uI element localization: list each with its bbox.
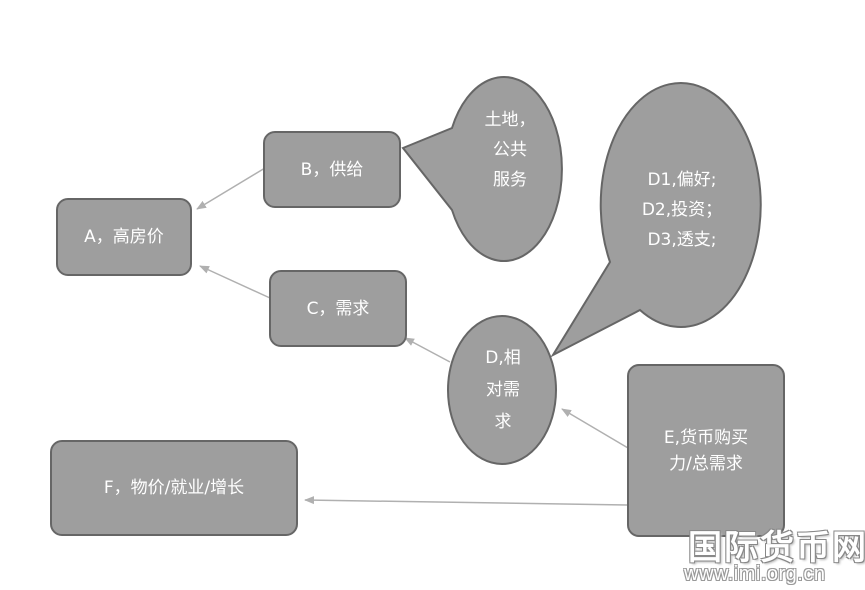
bubble-demand-factors [550,82,762,358]
node-e-label-line1: E,货币购买 [663,427,749,448]
edge-b-to-a [196,167,266,210]
node-d-label-line3: 求 [494,412,512,432]
bubble-demand-line2: D2,投资； [641,200,723,220]
node-a-label: A，高房价 [84,227,164,247]
node-b-label: B，供给 [300,159,364,180]
edge-d-to-c [404,337,451,363]
bubble-demand-line3: D3,透支; [647,230,717,250]
watermark-url: www.imi.org.cn [684,563,826,585]
node-a: A，高房价 [56,198,192,276]
node-c-label: C，需求 [306,298,370,319]
node-d-label-line2: 对需 [486,380,520,400]
node-d: D,相 对需 求 [458,333,548,447]
node-b: B，供给 [263,131,401,208]
bubble-demand-line1: D1,偏好; [647,170,717,190]
bubble-land [401,76,563,262]
bubble-demand-factors-text: D1,偏好; D2,投资； D3,透支; [622,160,742,260]
bubble-land-line3: 服务 [493,170,527,190]
edge-e-to-d [561,408,629,449]
node-e-label-line2: 力/总需求 [669,453,743,474]
node-e: E,货币购买 力/总需求 [627,364,785,537]
bubble-land-text: 土地， 公共 服务 [465,100,555,200]
bubble-land-line2: 公共 [493,140,527,160]
node-d-label-line1: D,相 [485,348,521,368]
edge-c-to-a [199,265,271,299]
bubble-land-line1: 土地， [484,110,536,130]
node-d-shape [447,315,557,465]
watermark-logo: 国际货币网 [688,528,865,568]
node-f: F，物价/就业/增长 [50,440,298,536]
edge-e-to-f [304,496,628,506]
node-f-label: F，物价/就业/增长 [103,478,245,498]
node-c: C，需求 [269,270,407,347]
